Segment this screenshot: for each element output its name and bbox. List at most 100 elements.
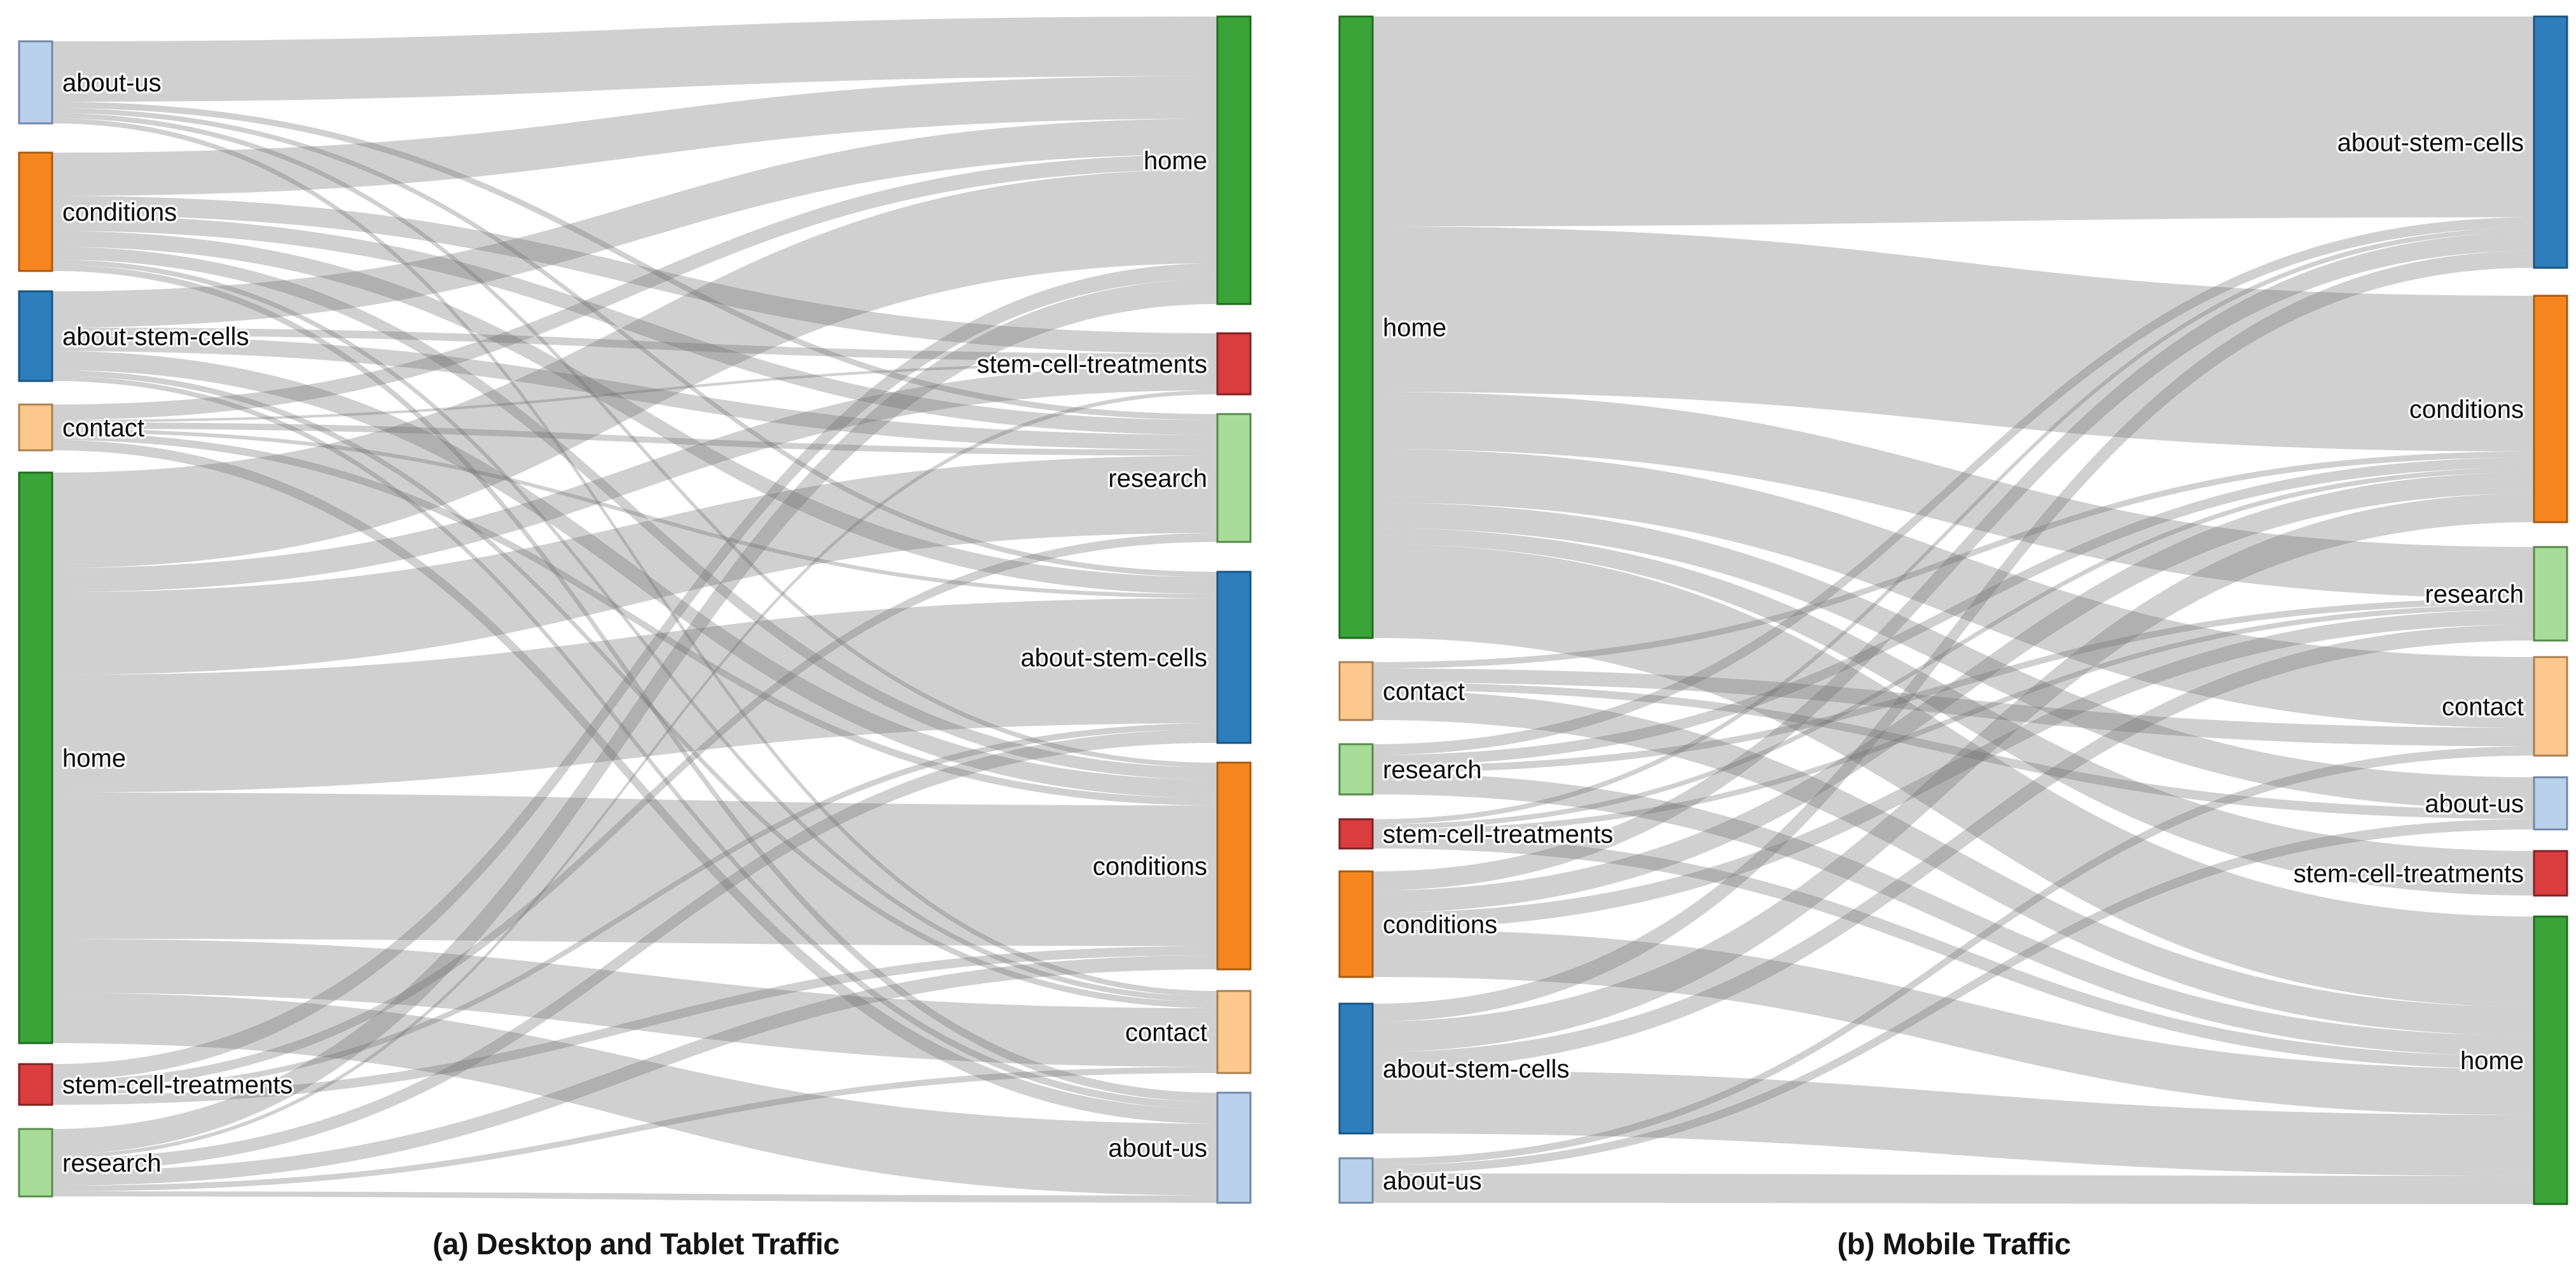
flow-home-to-about-us: [52, 993, 1217, 1196]
label-left-contact-b: contact: [1383, 678, 1465, 706]
node-left-contact-b: [1338, 661, 1374, 721]
flow-stem-cell-treatments-to-about-stem-cells: [52, 723, 1217, 1095]
sankey-diagram-a: about-us conditions about-stem-cells contac…: [18, 15, 1252, 1204]
flow-conditions-to-research: [52, 215, 1217, 435]
flow-stem-cell-treatments-to-home: [1373, 835, 2534, 1069]
flow-conditions-to-conditions: [1373, 472, 2534, 913]
label-right-conditions-b: conditions: [2409, 396, 2524, 424]
flow-research-to-research: [1373, 598, 2534, 773]
flow-research-to-conditions: [1373, 457, 2534, 766]
flow-conditions-to-conditions: [52, 247, 1217, 780]
flow-home-to-contact: [1373, 449, 2534, 728]
flows-a: [52, 17, 1217, 1203]
flow-about-stem-cells-to-contact: [52, 370, 1217, 1009]
flow-stem-cell-treatments-to-about-stem-cells: [1373, 227, 2534, 824]
node-left-home-b: [1338, 15, 1374, 639]
label-left-about-stem-cells-a: about-stem-cells: [62, 323, 249, 351]
flow-contact-to-contact: [1373, 668, 2534, 747]
flow-conditions-to-home: [1373, 929, 2534, 1115]
flow-research-to-home: [52, 279, 1217, 1155]
flow-contact-to-conditions: [52, 433, 1217, 806]
label-right-about-stem-cells-b: about-stem-cells: [2337, 129, 2524, 157]
flow-stem-cell-treatments-to-conditions: [1373, 467, 2534, 829]
labels-b: home contact research stem-cell-treatments c…: [1381, 127, 2526, 1198]
flow-about-us-to-research: [52, 102, 1217, 420]
node-left-home-a: [18, 471, 53, 1044]
flow-home-to-about-stem-cells: [52, 598, 1217, 793]
flow-home-to-contact: [52, 939, 1217, 1067]
node-right-home-b: [2533, 915, 2568, 1205]
flow-about-us-to-home: [1373, 1174, 2534, 1204]
flow-about-stem-cells-to-research: [1373, 624, 2534, 1070]
caption-mobile-traffic: (b) Mobile Traffic: [1837, 1227, 2072, 1261]
flow-conditions-to-home: [52, 76, 1217, 196]
flow-about-us-to-about-stem-cells: [52, 108, 1217, 578]
flow-research-to-home: [1373, 773, 2534, 1056]
flow-contact-to-research: [52, 422, 1217, 456]
caption-desktop-tablet-traffic: (a) Desktop and Tablet Traffic: [433, 1227, 840, 1261]
flow-home-to-research: [52, 455, 1217, 675]
node-right-contact-b: [2533, 656, 2568, 757]
node-left-contact-a: [18, 403, 53, 452]
node-right-about-us-b: [2533, 776, 2568, 831]
flow-conditions-to-stem-cell-treatments: [52, 196, 1217, 354]
label-right-contact-b: contact: [2442, 693, 2524, 721]
label-right-research-b: research: [2425, 581, 2524, 609]
label-left-about-us-a: about-us: [62, 69, 162, 97]
flow-stem-cell-treatments-to-research: [52, 532, 1217, 1090]
node-right-home-a: [1216, 15, 1252, 305]
flow-about-us-to-contact: [1373, 746, 2534, 1165]
flow-contact-to-about-us: [52, 440, 1217, 1124]
node-left-research-a: [18, 1128, 53, 1198]
label-right-conditions-a: conditions: [1093, 853, 1207, 881]
node-left-about-us-b: [1338, 1157, 1374, 1204]
flow-about-us-to-conditions: [52, 113, 1217, 768]
label-right-research-a: research: [1108, 465, 1207, 493]
flow-research-to-conditions: [52, 955, 1217, 1186]
node-right-contact-a: [1216, 990, 1252, 1074]
flow-contact-to-about-us: [1373, 682, 2534, 819]
nodes-b: [1338, 15, 2568, 1205]
label-right-about-us-a: about-us: [1108, 1135, 1207, 1163]
node-left-stem-cell-treatments-b: [1338, 818, 1374, 850]
node-right-conditions-b: [2533, 294, 2568, 523]
label-left-home-b: home: [1383, 314, 1446, 342]
flow-contact-to-home: [1373, 690, 2534, 1036]
label-left-contact-a: contact: [62, 414, 144, 442]
node-right-stem-cell-treatments-a: [1216, 332, 1252, 396]
flow-conditions-to-contact: [52, 260, 1217, 1002]
label-left-stem-cell-treatments-b: stem-cell-treatments: [1383, 821, 1613, 848]
flow-conditions-to-about-stem-cells: [52, 231, 1217, 595]
label-right-about-us-b: about-us: [2425, 790, 2524, 818]
flow-stem-cell-treatments-to-research: [1373, 604, 2534, 835]
sankey-diagram-b: home contact research stem-cell-treatments c…: [1338, 15, 2568, 1205]
flow-research-to-contact: [52, 1067, 1217, 1191]
node-left-about-stem-cells-a: [18, 290, 53, 382]
flow-research-to-stem-cell-treatments: [52, 390, 1217, 1158]
label-left-conditions-a: conditions: [62, 198, 177, 226]
node-right-stem-cell-treatments-b: [2533, 850, 2568, 897]
label-left-research-a: research: [62, 1149, 162, 1177]
label-left-home-a: home: [62, 745, 126, 773]
flow-stem-cell-treatments-to-conditions: [52, 946, 1217, 1105]
flow-home-to-home: [1373, 544, 2534, 1008]
flow-about-us-to-contact: [52, 118, 1217, 997]
flow-home-to-conditions: [1373, 226, 2534, 452]
flow-research-to-about-us: [52, 1191, 1217, 1203]
flow-home-to-conditions: [52, 793, 1217, 946]
flow-contact-to-about-stem-cells: [52, 429, 1217, 599]
flow-about-stem-cells-to-about-stem-cells: [1373, 251, 2534, 1021]
nodes-a: [18, 15, 1252, 1204]
label-right-about-stem-cells-a: about-stem-cells: [1021, 644, 1207, 672]
flow-conditions-to-research: [1373, 609, 2534, 929]
node-left-about-stem-cells-b: [1338, 1002, 1374, 1135]
flow-about-stem-cells-to-about-us: [52, 376, 1217, 1109]
flow-about-stem-cells-to-home: [52, 118, 1217, 328]
node-left-about-us-a: [18, 40, 53, 125]
node-right-about-stem-cells-b: [2533, 15, 2568, 269]
label-right-home-a: home: [1144, 147, 1207, 175]
node-right-about-stem-cells-a: [1216, 571, 1252, 744]
flow-about-stem-cells-to-research: [52, 335, 1217, 450]
